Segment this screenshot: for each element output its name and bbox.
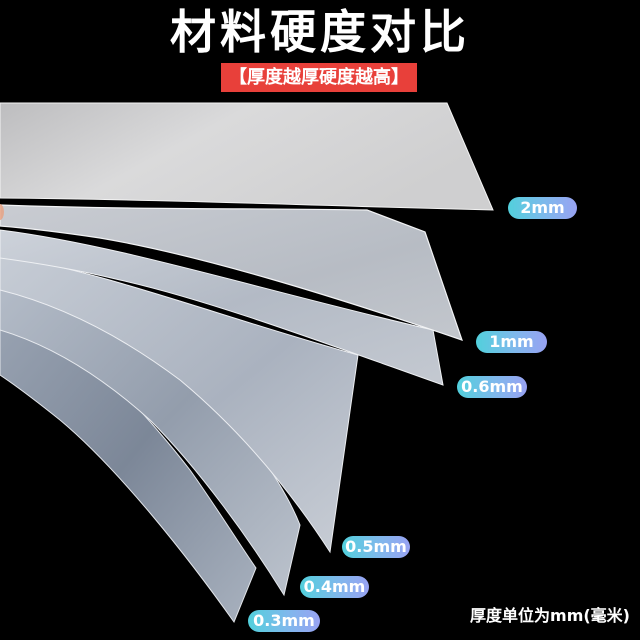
sheet-2mm (0, 102, 494, 211)
thickness-badge-2mm: 2mm (508, 197, 577, 219)
subtitle-banner: 【厚度越厚硬度越高】 (221, 63, 417, 92)
thickness-badge-0.4mm: 0.4mm (300, 576, 369, 598)
sheet-0.5mm (0, 254, 359, 554)
thickness-badge-0.6mm: 0.6mm (457, 376, 527, 398)
sheet-1mm (0, 204, 463, 341)
thickness-badge-0.3mm: 0.3mm (248, 610, 320, 632)
page-title: 材料硬度对比 (170, 5, 470, 59)
thickness-badge-1mm: 1mm (476, 331, 547, 353)
warm-highlight (0, 204, 4, 220)
unit-note: 厚度单位为mm(毫米) (470, 606, 630, 625)
thickness-badge-0.5mm: 0.5mm (342, 536, 410, 558)
sheet-0.6mm (0, 229, 444, 386)
